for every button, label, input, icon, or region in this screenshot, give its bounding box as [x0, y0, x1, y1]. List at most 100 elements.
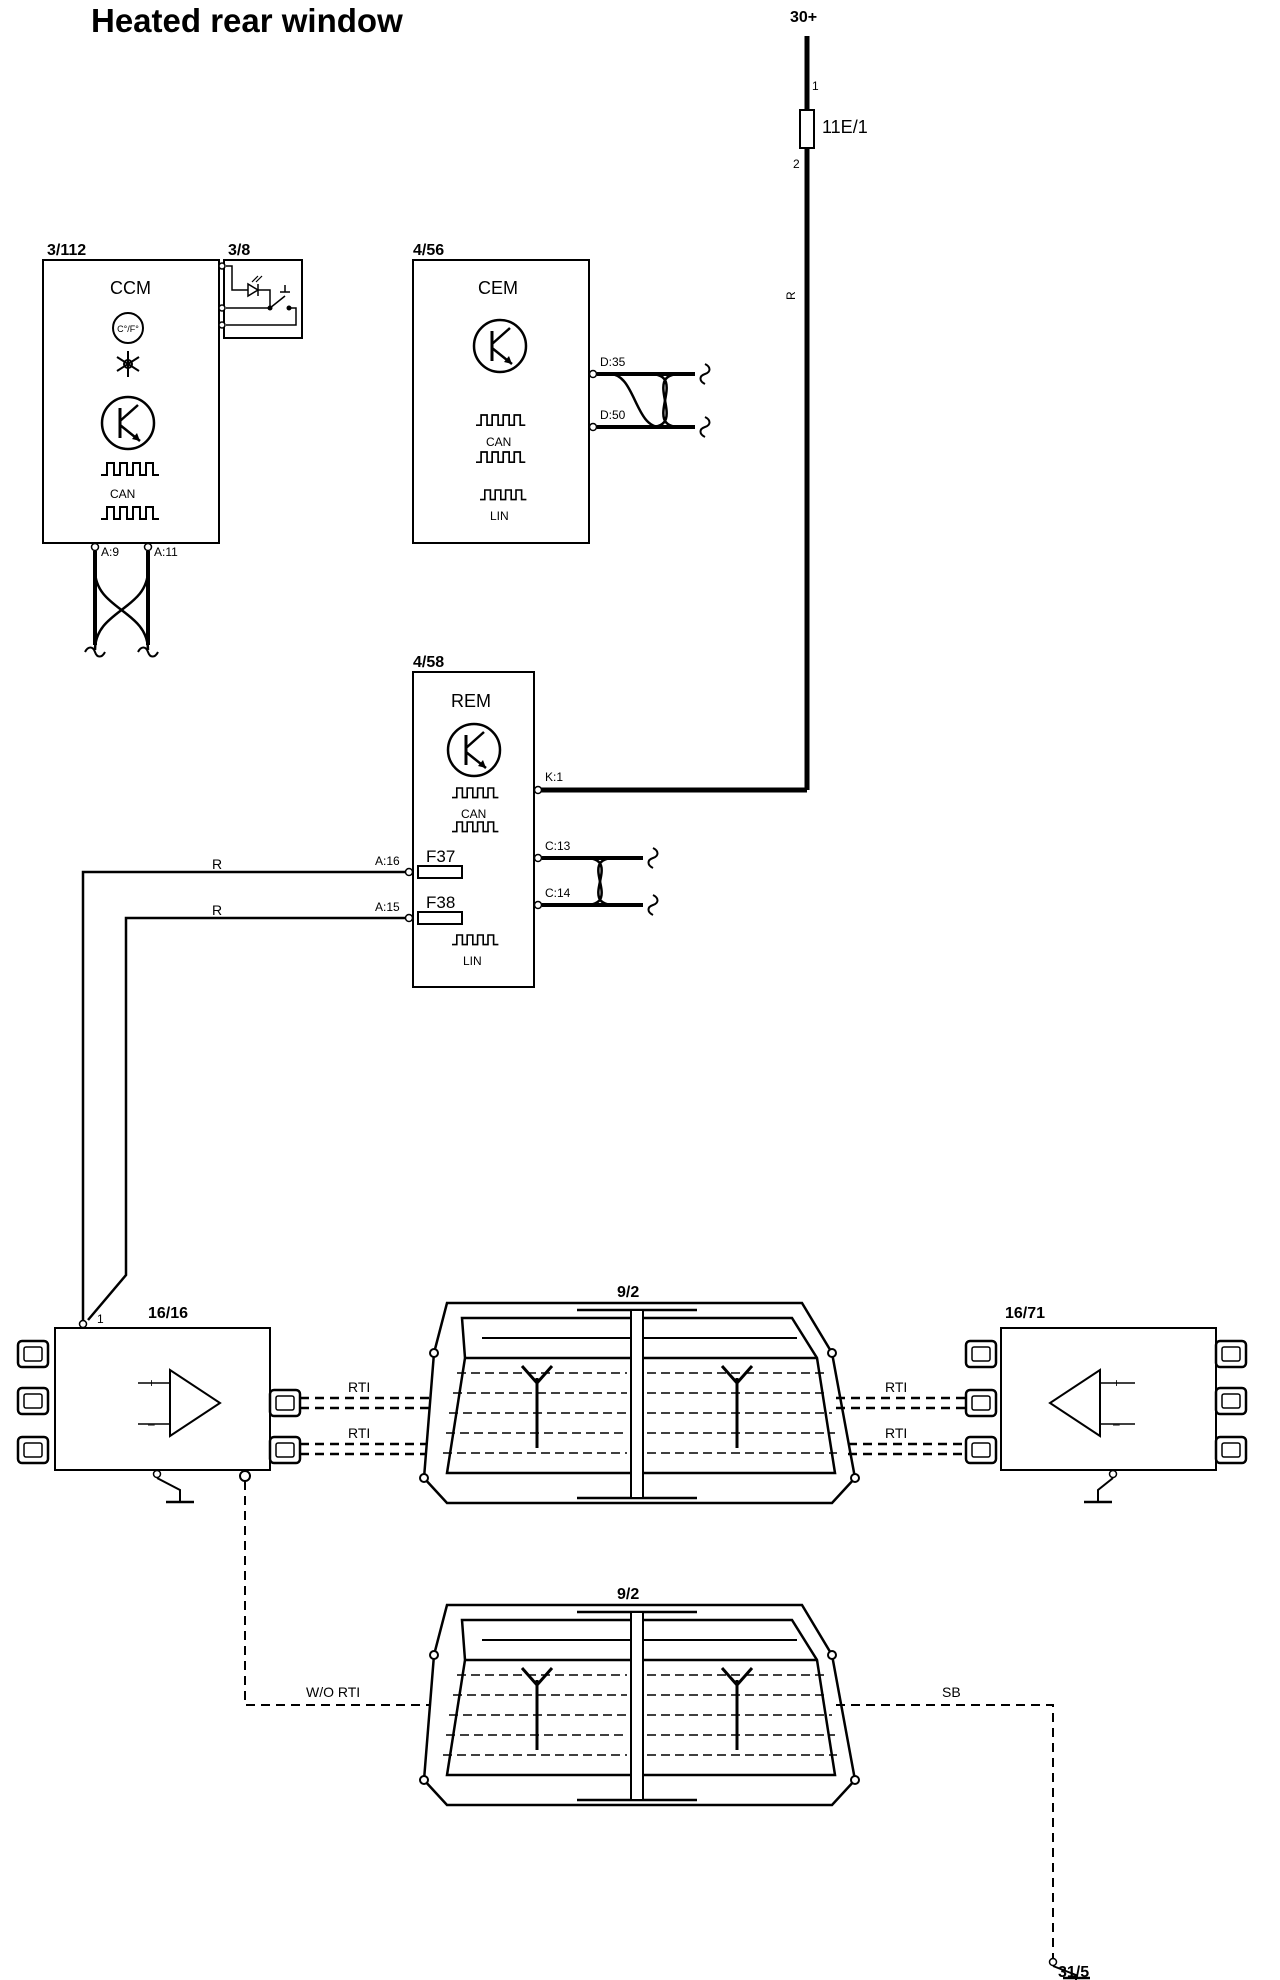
cem-lin-label: LIN: [490, 509, 509, 523]
rem-pin-a15: A:15: [375, 900, 400, 914]
cem-can-label: CAN: [486, 435, 511, 449]
amplifier-symbol-icon: [1048, 1368, 1101, 1438]
bus-continuation: [647, 847, 659, 869]
rem-pin-k1: K:1: [545, 770, 563, 784]
antenna-amplifier-16-16: 16/16 1 + –: [16, 1305, 302, 1504]
rem-ref: 4/58: [413, 654, 444, 671]
bus-continuation: [699, 363, 711, 385]
can-signal-icon: [475, 414, 527, 427]
ccm-pin-a9: A:9: [101, 545, 119, 559]
fuse-pin-out: 2: [793, 157, 800, 171]
rem-to-amplifier-wires: [81, 870, 405, 1321]
coax-connector-icon: [268, 1435, 302, 1465]
can-signal-icon: [100, 462, 160, 476]
wire-color-sb: SB: [942, 1684, 961, 1700]
coax-connector-icon: [16, 1435, 50, 1465]
coax-connector-icon: [1214, 1339, 1248, 1369]
can-signal-icon: [451, 821, 500, 833]
lin-signal-icon: [451, 934, 500, 946]
rear-window-ref: 9/2: [617, 1284, 639, 1301]
led-icon: [247, 282, 260, 298]
ccm-name: CCM: [110, 278, 151, 298]
twisted-pair: [584, 856, 616, 907]
lin-signal-icon: [479, 489, 528, 501]
coax-connector-icon: [964, 1388, 998, 1418]
ccm-can-label: CAN: [110, 487, 135, 501]
temperature-unit-label: C°/F°: [117, 324, 139, 334]
wire-label-rti: RTI: [885, 1379, 907, 1395]
rem-pin-c14: C:14: [545, 886, 571, 900]
rem-fuse-f37: F37: [426, 847, 455, 866]
cem-module: 4/56 CEM CAN LIN D:35 D:50: [412, 242, 711, 544]
cem-pin-d35: D:35: [600, 355, 626, 369]
switch-ref: 3/8: [228, 242, 250, 259]
cem-name: CEM: [478, 278, 518, 298]
fuse-pin-in: 1: [812, 79, 819, 93]
rear-window-9-2-without-rti: 9/2: [418, 1586, 861, 1807]
wire-label-wo-rti: W/O RTI: [306, 1684, 360, 1700]
supply-wire-color: R: [784, 291, 798, 300]
ground-point-icon: [1048, 1957, 1090, 1980]
switch-contact-icon: [269, 295, 286, 309]
coax-connector-icon: [268, 1388, 302, 1418]
wire-label-rti: RTI: [885, 1425, 907, 1441]
wire-label-rti: RTI: [348, 1425, 370, 1441]
rem-pin-c13: C:13: [545, 839, 571, 853]
ground-icon: [156, 1477, 181, 1502]
supply-circuit: 30+ 1 2 11E/1 R: [538, 9, 868, 793]
coax-connector-icon: [1214, 1435, 1248, 1465]
rem-fuse-f38: F38: [426, 893, 455, 912]
rear-window-9-2: 9/2: [418, 1284, 861, 1505]
amplifier-right-ref: 16/71: [1005, 1305, 1045, 1322]
ground-label: 31/5: [1058, 1964, 1089, 1980]
coax-connector-icon: [16, 1339, 50, 1369]
twisted-pair: [649, 372, 681, 429]
ground-wire-sb: [836, 1704, 1054, 1958]
wire-color-a15: R: [212, 902, 222, 918]
ccm-ref: 3/112: [47, 242, 86, 259]
amplifier-right-minus: –: [1113, 1417, 1120, 1431]
bus-continuation: [647, 894, 659, 916]
page-title: Heated rear window: [91, 2, 403, 39]
temperature-icon: [112, 312, 144, 344]
rem-lin-label: LIN: [463, 954, 482, 968]
snowflake-icon: [116, 351, 140, 377]
rem-can-label: CAN: [461, 807, 486, 821]
transistor-icon: [100, 395, 156, 451]
rti-wires-right: [836, 1396, 965, 1456]
rem-module: 4/58 REM CAN K:1 C:13 C:14 F37 F38 A:16 …: [375, 654, 659, 988]
heated-rear-window-grid: [418, 1603, 861, 1807]
coax-connector-icon: [16, 1386, 50, 1416]
ground-icon: [1097, 1477, 1114, 1502]
supply-terminal-label: 30+: [790, 9, 817, 26]
fuse-label: 11E/1: [822, 117, 868, 137]
coax-connector-icon: [964, 1339, 998, 1369]
coax-connector-icon: [964, 1435, 998, 1465]
fuse-11e1: [799, 109, 815, 149]
can-signal-icon: [100, 506, 160, 520]
fuse-f38: [417, 911, 463, 925]
cem-pin-d50: D:50: [600, 408, 626, 422]
rem-pin-a16: A:16: [375, 854, 400, 868]
can-signal-icon: [451, 787, 500, 799]
wo-rti-wire: [244, 1481, 430, 1706]
rear-window-ref-lower: 9/2: [617, 1586, 639, 1603]
ccm-pin-a11: A:11: [154, 545, 178, 559]
fuse-f37: [417, 865, 463, 879]
wire-color-a16: R: [212, 856, 222, 872]
amplifier-left-minus: –: [148, 1417, 155, 1431]
amplifier-left-pin: 1: [97, 1312, 104, 1326]
transistor-icon: [472, 318, 528, 374]
cem-ref: 4/56: [413, 242, 444, 259]
amplifier-left-ref: 16/16: [148, 1305, 188, 1322]
transistor-icon: [446, 722, 502, 778]
ccm-module: 3/112 CCM C°/F° CAN A:9 A:11: [42, 242, 220, 658]
rem-name: REM: [451, 691, 491, 711]
bus-continuation: [699, 416, 711, 438]
rti-wires-left: [300, 1396, 435, 1456]
amplifier-symbol-icon: [169, 1368, 222, 1438]
wire-label-rti: RTI: [348, 1379, 370, 1395]
amplifier-left-plus: +: [148, 1376, 155, 1390]
switch-3-8: 3/8: [218, 242, 303, 339]
